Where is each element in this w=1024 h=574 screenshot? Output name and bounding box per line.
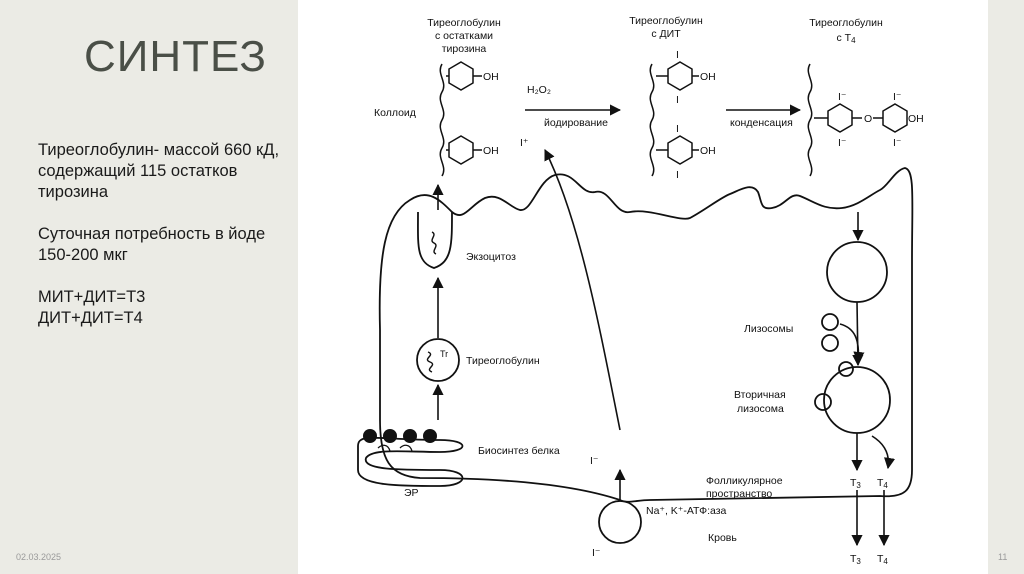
- na-k-atpase-pump: [598, 500, 642, 544]
- oh-4: OH: [700, 145, 716, 157]
- thyroid-synthesis-diagram: Тиреоглобулин с остатками тирозина Тирео…: [357, 15, 924, 566]
- label-condensation: конденсация: [730, 117, 793, 129]
- label-blood: Кровь: [708, 532, 737, 544]
- label-iodination: йодирование: [544, 117, 608, 129]
- left-panel: [0, 0, 298, 574]
- cell-membrane: [378, 167, 914, 503]
- iodine-dit-2: I: [676, 94, 679, 106]
- label-t3-cell: Т3: [850, 477, 861, 490]
- label-t4-cell: Т4: [877, 477, 888, 490]
- er-membrane: [357, 436, 464, 487]
- label-iodine-minus-blood: I⁻: [592, 547, 601, 559]
- label-follicular-space-2: пространство: [706, 488, 772, 500]
- label-tg-tyrosine-1: Тиреоглобулин: [427, 17, 501, 29]
- paragraph-iodine-need: Суточная потребность в йоде 150-200 мкг: [38, 225, 266, 264]
- lysosome-1: [821, 313, 839, 331]
- iodine-t4-4: I⁻: [893, 137, 902, 149]
- label-na-k-atpase: Na⁺, K⁺-АТФ:аза: [646, 505, 727, 517]
- tg-dit-structure: [649, 61, 699, 177]
- label-tg-tyrosine-2: с остатками: [435, 30, 493, 42]
- tg-t4-structure: [807, 63, 908, 177]
- label-h2o2: H₂O₂: [527, 84, 551, 96]
- label-tg-t4-1: Тиреоглобулин: [809, 17, 883, 29]
- ribosomes: [363, 429, 437, 443]
- iodine-t4-1: I⁻: [838, 91, 847, 103]
- secondary-lysosome: [823, 366, 891, 434]
- label-colloid: Коллоид: [374, 107, 416, 119]
- paragraph-thyroglobulin: Тиреоглобулин- массой 660 кД, содержащий…: [38, 141, 280, 201]
- label-protein-biosynthesis: Биосинтез белка: [478, 445, 560, 457]
- iodine-dit-1: I: [676, 49, 679, 61]
- exocytosis-vesicle: [417, 211, 453, 269]
- lysosome-2: [821, 334, 839, 352]
- endocytic-vesicle: [826, 241, 888, 303]
- page-number: 11: [998, 552, 1008, 562]
- label-lysosomes: Лизосомы: [744, 323, 793, 335]
- label-iodine-minus-cell: I⁻: [590, 455, 599, 467]
- label-tg-t4-2: с Т4: [836, 32, 856, 45]
- oh-2: OH: [483, 145, 499, 157]
- iodine-dit-4: I: [676, 169, 679, 181]
- label-follicular-space-1: Фолликулярное: [706, 475, 783, 487]
- label-secondary-lysosome-1: Вторичная: [734, 389, 786, 401]
- slide-title: СИНТЕЗ: [84, 32, 268, 81]
- label-er: ЭР: [404, 487, 419, 499]
- tg-tyrosine-structure: [439, 61, 482, 177]
- label-thyroglobulin: Тиреоглобулин: [466, 355, 540, 367]
- slide-body: Тиреоглобулин- массой 660 кД, содержащий…: [38, 140, 288, 329]
- label-iodine-plus: I⁺: [520, 137, 529, 149]
- right-margin-strip: [988, 0, 1024, 574]
- label-t4-blood: Т4: [877, 553, 888, 566]
- slide-date: 02.03.2025: [16, 552, 62, 562]
- iodine-t4-3: I⁻: [838, 137, 847, 149]
- thyroglobulin-vesicle: [416, 338, 460, 382]
- label-secondary-lysosome-2: лизосома: [737, 403, 784, 415]
- oh-5: OH: [908, 113, 924, 125]
- label-tg-dit-2: с ДИТ: [651, 28, 681, 40]
- oh-3: OH: [700, 71, 716, 83]
- iodine-t4-2: I⁻: [893, 91, 902, 103]
- ether-oxygen: O: [864, 113, 872, 125]
- label-tg-tyrosine-3: тирозина: [442, 43, 487, 55]
- formula-t4: ДИТ+ДИТ=Т4: [38, 309, 143, 327]
- iodine-dit-3: I: [676, 123, 679, 135]
- label-exocytosis: Экзоцитоз: [466, 251, 516, 263]
- formula-t3: МИТ+ДИТ=Т3: [38, 288, 146, 306]
- label-t3-blood: Т3: [850, 553, 861, 566]
- label-tg-dit-1: Тиреоглобулин: [629, 15, 703, 27]
- oh-1: OH: [483, 71, 499, 83]
- label-tr: Tr: [440, 349, 448, 359]
